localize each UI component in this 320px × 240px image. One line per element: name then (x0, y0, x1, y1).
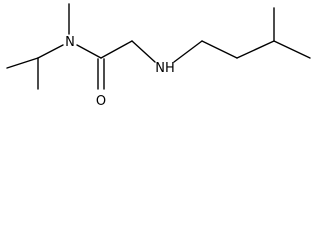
bond-lines (6, 3, 311, 90)
bond-n-to-carbonyl (76, 44, 102, 59)
bond-chain-1 (201, 40, 238, 59)
bond-isopropyl-to-n (37, 44, 64, 59)
chemical-structure-diagram: N NH O (6, 3, 311, 109)
atom-label-nh-amine: NH (155, 61, 175, 76)
atom-label-o-carbonyl: O (96, 94, 106, 109)
bond-isopropyl-left-methyl (6, 57, 39, 69)
bond-ch2-to-nh (131, 40, 156, 63)
atom-label-n-amide: N (65, 35, 75, 50)
bond-chain-2 (236, 40, 275, 59)
bond-chain-right-methyl (273, 40, 311, 59)
bond-nh-to-chain (173, 40, 203, 63)
bond-carbonyl-to-ch2 (100, 40, 133, 59)
